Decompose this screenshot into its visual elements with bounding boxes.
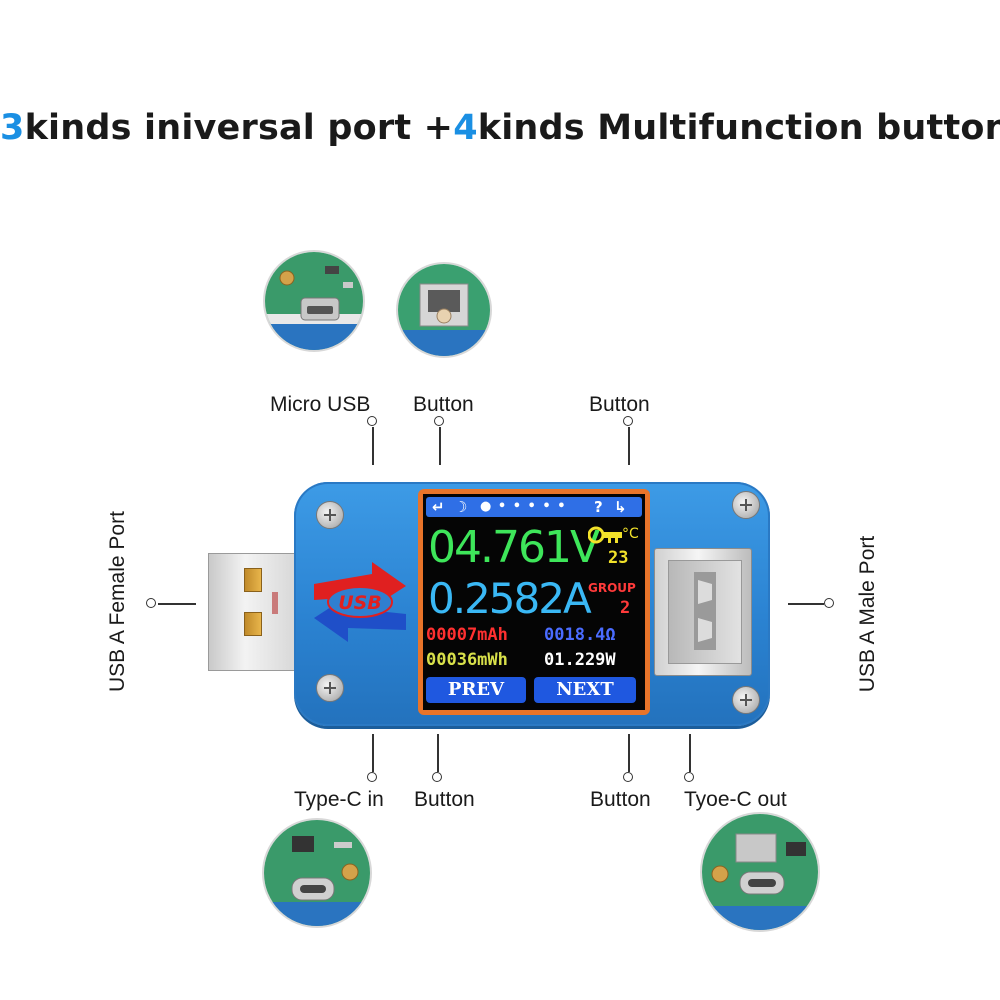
callout-button-bl-line [437,734,439,772]
callout-male-line [788,603,824,605]
page-indicator-dots: ● • • • • • [480,499,567,514]
heading-text-ports: kinds iniversal port + [24,108,454,148]
callout-type-c-in-line [372,734,374,772]
callout-female-line [158,603,196,605]
enter-icon: ↳ [614,498,627,516]
heading-text-buttons: kinds Multifunction buttons [477,108,1000,148]
callout-type-c-in-dot [367,772,377,782]
callout-button-tr-dot [623,416,633,426]
voltage-reading: 04.761V [428,522,600,573]
screw-icon [316,674,344,702]
label-button-bottom-left: Button [414,788,475,811]
screw-icon [732,686,760,714]
plug-contact [244,568,262,592]
callout-type-c-out-dot [684,772,694,782]
sleep-icon: ☽ [454,498,468,516]
callout-button-tl-dot [434,416,444,426]
plug-contact [244,612,262,636]
heading-port-count: 3 [0,108,25,148]
callout-micro-usb-dot [367,416,377,426]
temperature-reading: 23 [608,548,629,568]
callout-female-dot [146,598,156,608]
callout-button-tl-line [439,427,441,465]
label-button-top-right: Button [589,393,650,416]
type-c-in-photo [262,818,372,928]
power-reading: 01.229W [544,650,616,670]
micro-usb-photo [263,250,365,352]
thermometer-icon [588,526,622,544]
callout-type-c-out-line [689,734,691,772]
label-button-top-left: Button [413,393,474,416]
callout-micro-usb-line [372,427,374,465]
screw-icon [316,501,344,529]
heading-button-count: 4 [453,108,478,148]
next-softkey[interactable]: NEXT [534,677,636,703]
current-reading: 0.2582A [428,574,592,623]
usb-logo-text: USB [338,592,382,614]
lcd-screen [423,494,645,710]
callout-button-bl-dot [432,772,442,782]
screw-icon [732,491,760,519]
energy-reading: 00036mWh [426,650,508,670]
label-micro-usb: Micro USB [270,393,371,416]
callout-button-tr-line [628,427,630,465]
group-value: 2 [620,598,631,618]
help-icon: ? [594,498,603,516]
temperature-unit: °C [622,526,639,542]
usb-logo-icon: USB [314,562,406,642]
label-type-c-out: Tyoe-C out [684,788,787,811]
prev-softkey[interactable]: PREV [426,677,526,703]
resistance-reading: 0018.4Ω [544,625,616,645]
callout-male-dot [824,598,834,608]
label-usb-a-male: USB A Male Port [856,535,879,693]
callout-button-br-dot [623,772,633,782]
label-button-bottom-right: Button [590,788,651,811]
capacity-reading: 00007mAh [426,625,508,645]
type-c-out-photo [700,812,820,932]
label-usb-a-female: USB A Female Port [106,511,129,692]
group-label: GROUP [588,581,636,595]
callout-button-br-line [628,734,630,772]
return-icon: ↵ [432,498,445,516]
page-heading: 3kinds iniversal port +4kinds Multifunct… [0,108,1000,148]
plug-contact-slot [272,592,278,614]
button-photo [396,262,492,358]
status-bar [426,497,642,517]
usb-female-tongue [694,572,716,650]
label-type-c-in: Type-C in [294,788,384,811]
